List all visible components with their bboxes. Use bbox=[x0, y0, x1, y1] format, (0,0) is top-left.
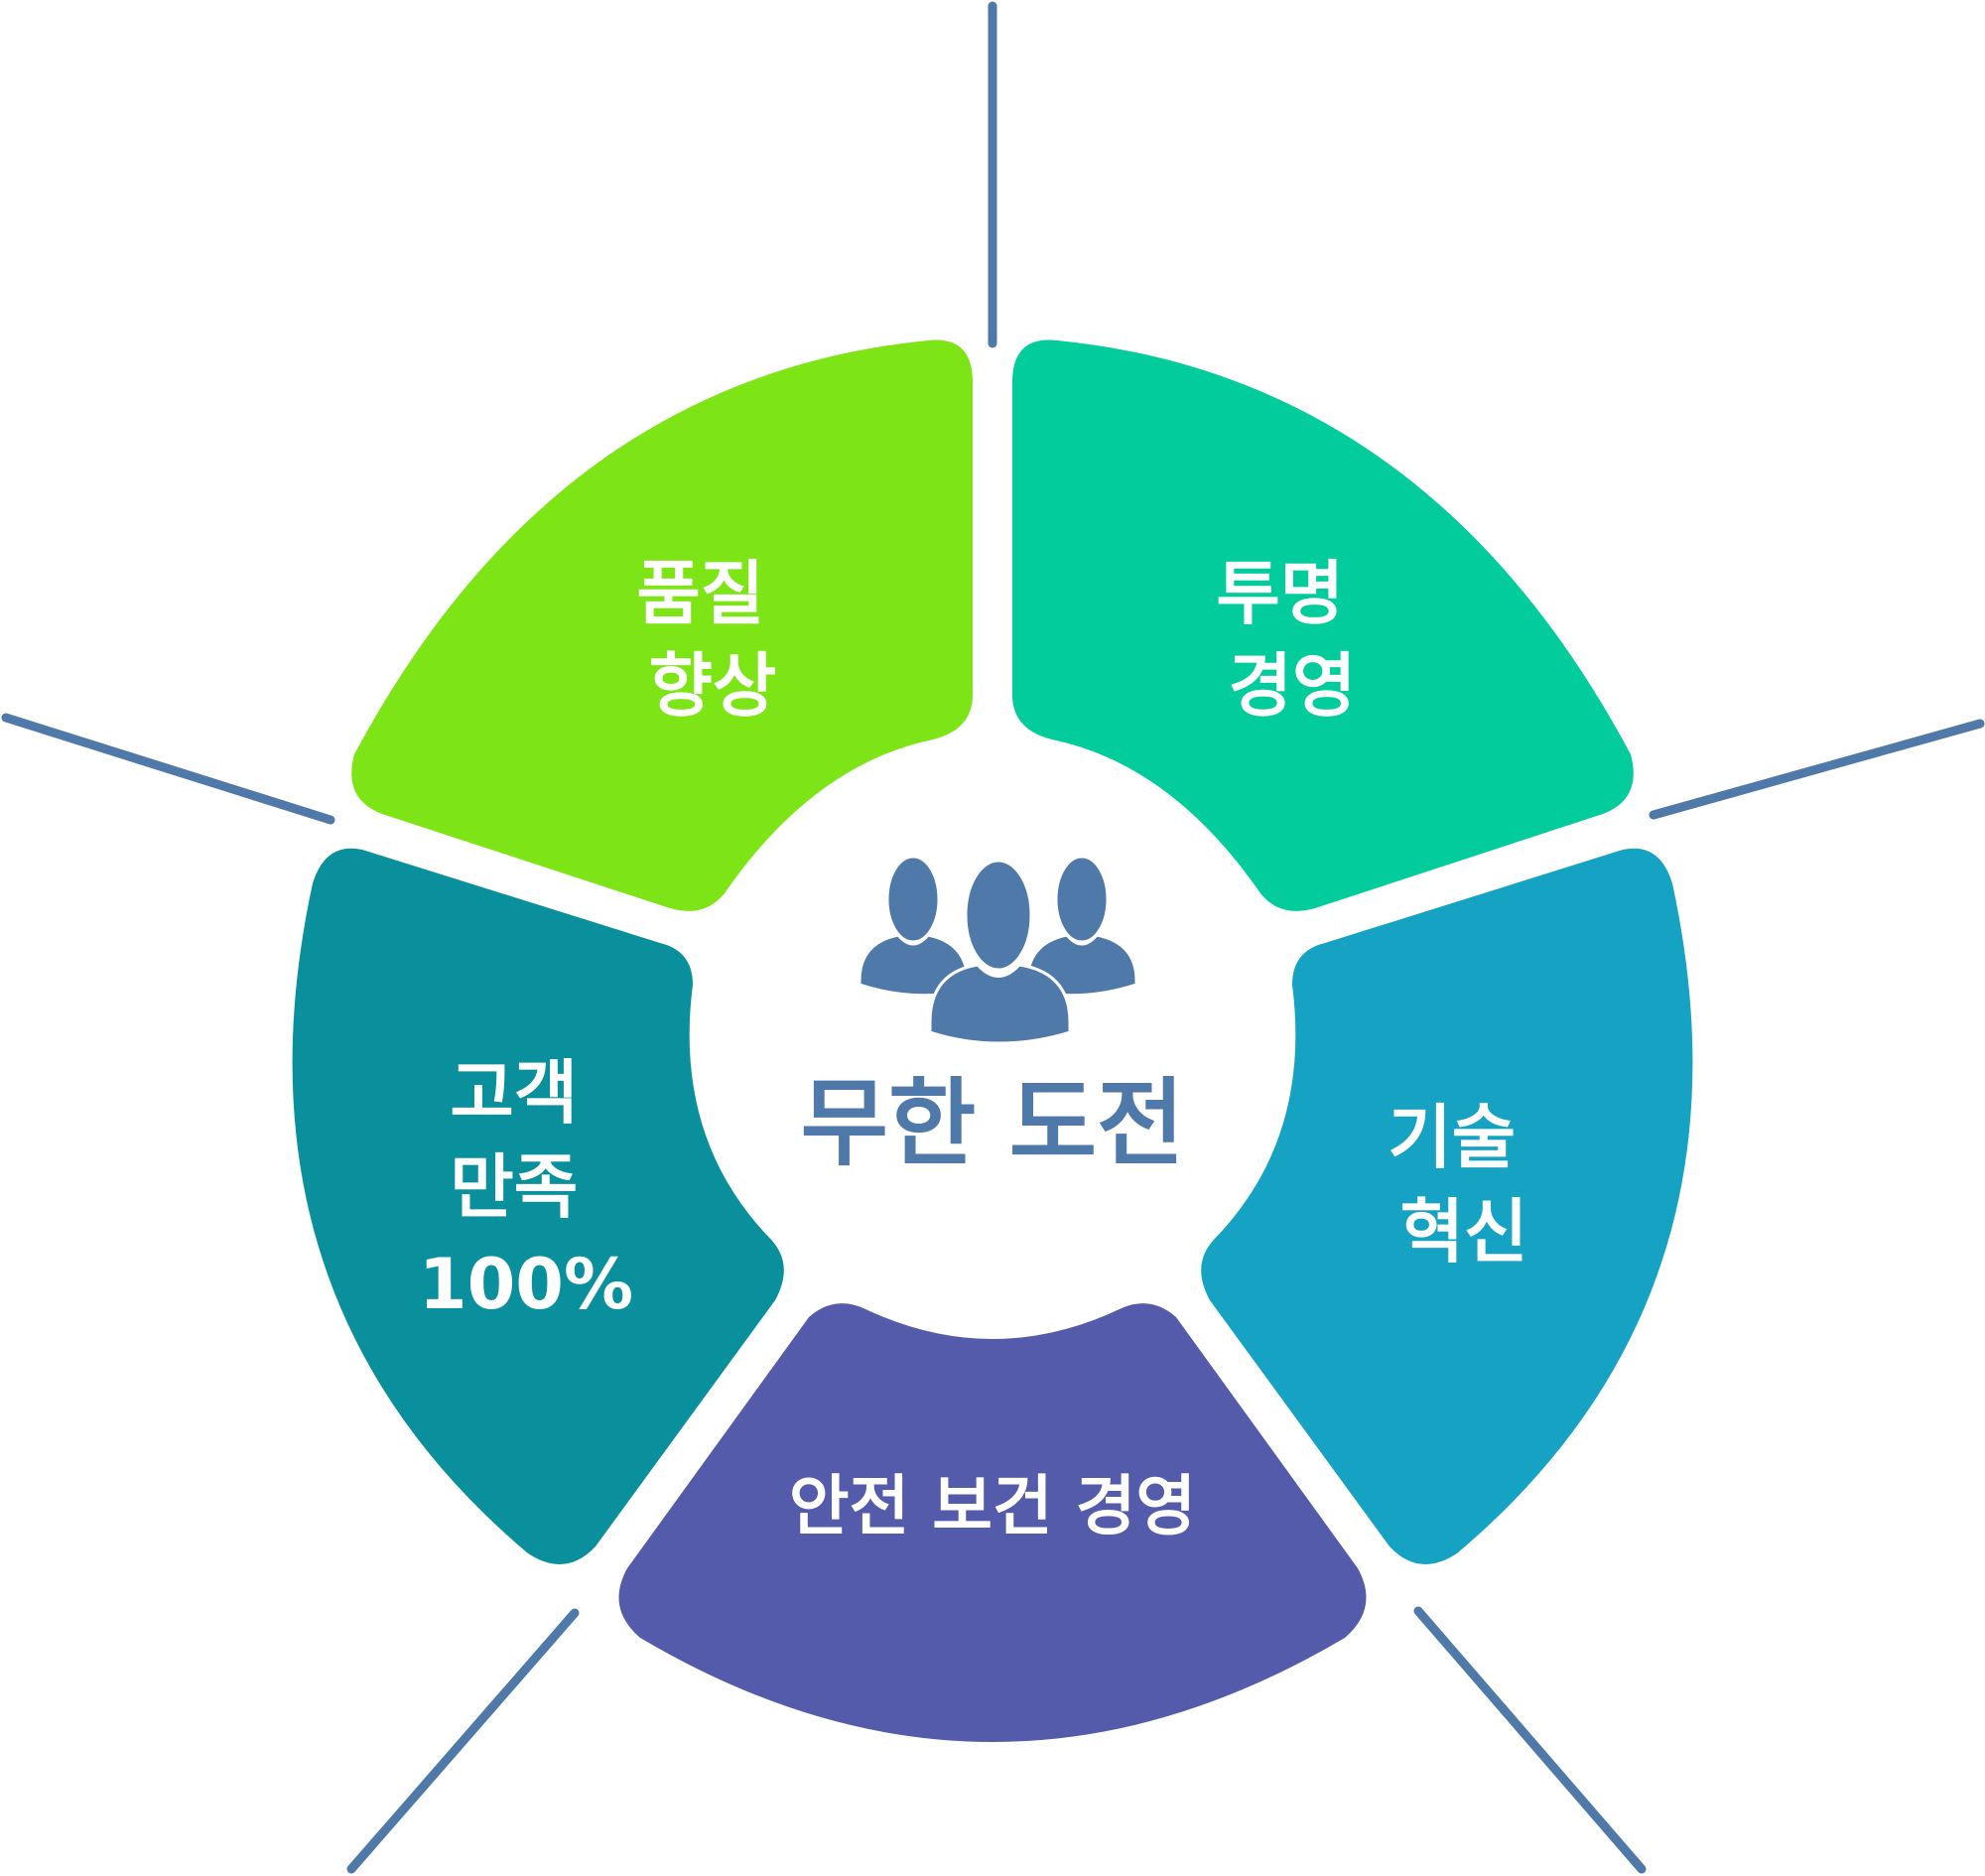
person-left-icon bbox=[858, 855, 970, 998]
segment-transparency bbox=[1012, 339, 1634, 911]
segment-labels: 품질 향상 투명 경영 기술 혁신 안전 보건 경영 고객 만족 100% bbox=[419, 553, 1539, 1544]
label-customer-line-1: 고객 bbox=[450, 1052, 578, 1134]
segment-safety bbox=[618, 1303, 1367, 1742]
segments bbox=[292, 339, 1693, 1742]
label-customer-line-3: 100% bbox=[419, 1244, 633, 1325]
label-tech-line-1: 기술 bbox=[1388, 1097, 1516, 1178]
divider-line-left bbox=[1, 713, 335, 825]
center-title: 무한 도전 bbox=[801, 1068, 1185, 1179]
label-transparency-line-2: 경영 bbox=[1229, 645, 1357, 727]
label-tech-line-2: 혁신 bbox=[1400, 1191, 1528, 1273]
label-safety: 안전 보건 경영 bbox=[789, 1468, 1196, 1544]
label-tech: 기술 혁신 bbox=[1388, 1097, 1539, 1273]
label-customer: 고객 만족 100% bbox=[419, 1052, 633, 1325]
divider-line-bottom-right bbox=[1413, 1606, 1647, 1874]
person-center-icon bbox=[928, 859, 1072, 1045]
label-customer-line-2: 만족 bbox=[450, 1146, 578, 1228]
segment-quality bbox=[351, 339, 973, 911]
divider-line-bottom-left bbox=[346, 1608, 580, 1874]
label-quality-line-1: 품질 bbox=[636, 553, 764, 634]
divider-line-right bbox=[1649, 719, 1985, 820]
label-quality-line-2: 향상 bbox=[649, 645, 777, 727]
label-safety-line-1: 안전 보건 경영 bbox=[789, 1468, 1196, 1544]
label-transparency: 투명 경영 bbox=[1216, 553, 1368, 727]
people-group-icon bbox=[858, 855, 1138, 1045]
label-transparency-line-1: 투명 bbox=[1216, 553, 1344, 634]
segment-tech bbox=[1201, 848, 1693, 1564]
segment-customer bbox=[292, 848, 784, 1564]
label-quality: 품질 향상 bbox=[636, 553, 788, 727]
